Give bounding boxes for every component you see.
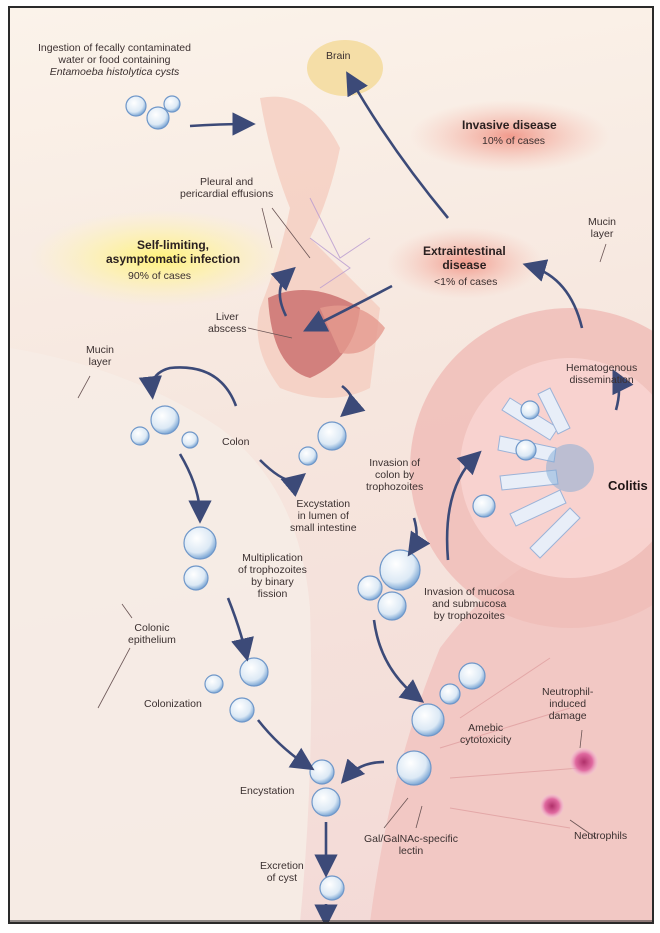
colitis-label: Colitis bbox=[608, 480, 648, 492]
invasive-disease-title: Invasive disease bbox=[462, 118, 557, 132]
excretion-label: Excretion of cyst bbox=[260, 860, 304, 884]
arrow-encyst bbox=[346, 762, 384, 778]
arrow-ingestion bbox=[190, 124, 248, 126]
arrow-invasion-colon bbox=[412, 518, 417, 550]
multiplication-label: Multiplication of trophozoites by binary… bbox=[238, 552, 307, 600]
pleural-effusions-label: Pleural and pericardial effusions bbox=[180, 176, 273, 200]
amebic-cytotoxicity-label: Amebic cytotoxicity bbox=[460, 722, 511, 746]
brain-label: Brain bbox=[326, 50, 351, 62]
colonic-epithelium-label: Colonic epithelium bbox=[128, 622, 176, 646]
invasion-mucosa-label: Invasion of mucosa and submucosa by trop… bbox=[424, 586, 514, 622]
brain-shape bbox=[307, 40, 383, 96]
neutrophils-label: Neutrophils bbox=[574, 830, 627, 842]
invasion-colon-label: Invasion of colon by trophozoites bbox=[366, 457, 423, 493]
invasive-disease-pct: 10% of cases bbox=[482, 135, 545, 147]
lectin-label: Gal/GalNAc-specific lectin bbox=[364, 833, 458, 857]
mucin-layer-left-label: Mucin layer bbox=[86, 344, 114, 368]
encystation-label: Encystation bbox=[240, 785, 294, 797]
extraintestinal-title: Extraintestinal disease bbox=[423, 244, 506, 272]
diagram-frame: Ingestion of fecally contaminated water … bbox=[8, 6, 654, 924]
ingestion-label: Ingestion of fecally contaminated water … bbox=[38, 42, 191, 78]
neutrophil-damage-label: Neutrophil- induced damage bbox=[542, 686, 593, 722]
colon-label: Colon bbox=[222, 436, 249, 448]
colonization-label: Colonization bbox=[144, 698, 202, 710]
lifecycle-illustration bbox=[10, 8, 652, 922]
liver-abscess-label: Liver abscess bbox=[208, 311, 247, 335]
hematogenous-label: Hematogenous dissemination bbox=[566, 362, 637, 386]
extraintestinal-pct: <1% of cases bbox=[434, 276, 497, 288]
self-limiting-pct: 90% of cases bbox=[128, 270, 191, 282]
arrow-mucosa-down bbox=[374, 620, 418, 698]
self-limiting-title: Self-limiting, asymptomatic infection bbox=[106, 238, 240, 266]
excystation-label: Excystation in lumen of small intestine bbox=[290, 498, 357, 534]
mucin-layer-right-label: Mucin layer bbox=[588, 216, 616, 240]
